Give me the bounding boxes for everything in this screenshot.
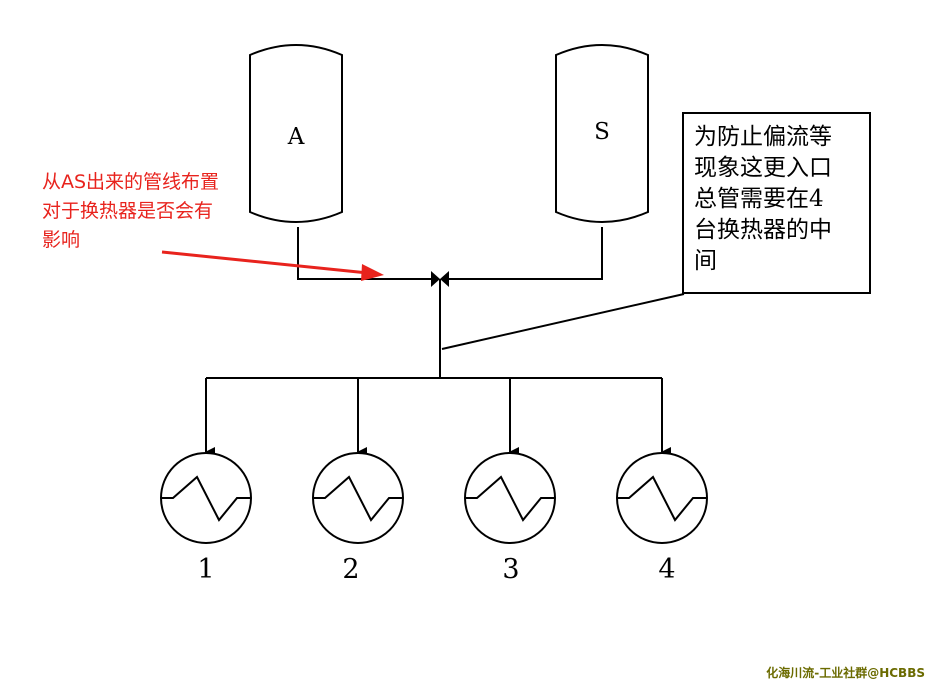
question-note-line: 影响 [42,229,81,251]
heat-exchanger-1 [160,452,252,544]
callout-line: 台换热器的中 [694,217,832,243]
red-pointer-arrow [161,250,384,281]
callout-line: 为防止偏流等 [694,124,832,150]
callout-box: 为防止偏流等 现象这更入口 总管需要在4 台换热器的中 间 [682,112,871,294]
heat-exchanger-1-label: 1 [197,554,214,585]
heat-exchanger-2 [312,452,404,544]
vessel-s: S [555,44,649,223]
question-note: 从AS出来的管线布置 对于换热器是否会有 影响 [42,168,252,255]
heat-exchanger-2-label: 2 [342,554,359,585]
heat-exchanger-4 [616,452,708,544]
heat-exchanger-4-label: 4 [658,554,675,585]
vessel-a-label: A [287,124,305,150]
heat-exchanger-3 [464,452,556,544]
question-note-line: 对于换热器是否会有 [42,200,214,222]
callout-line: 间 [694,248,717,274]
vessel-s-label: S [594,119,610,145]
callout-leader-line [441,293,685,350]
valve-icon [431,271,449,287]
vessel-outlet-pipes [297,227,603,280]
watermark: 化海川流-工业社群@HCBBS [766,666,925,680]
callout-line: 总管需要在4 [694,186,824,212]
question-note-line: 从AS出来的管线布置 [42,171,220,193]
callout-line: 现象这更入口 [694,155,832,181]
vessel-a: A [249,44,343,223]
heat-exchanger-3-label: 3 [502,554,519,585]
branch-pipes [205,378,671,457]
inlet-header-pipe [206,279,662,379]
